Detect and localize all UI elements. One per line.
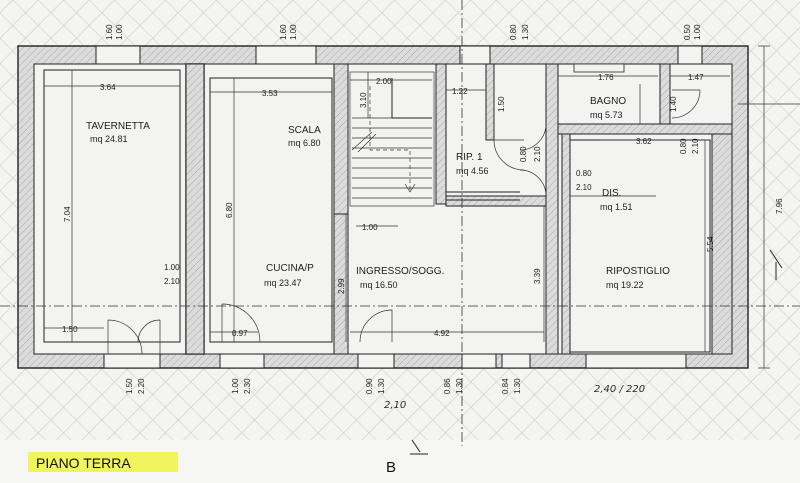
dim-bot-2a: 1.00: [231, 378, 240, 394]
dim-win-4b: 1.00: [693, 24, 702, 40]
room-area-cucina: mq 23.47: [264, 278, 302, 288]
dim-win-1b: 1.00: [115, 24, 124, 40]
dim-win-3b: 1.30: [521, 24, 530, 40]
dim-win-2a: 1.60: [279, 24, 288, 40]
room-name-dis: DIS.: [602, 188, 621, 199]
room-area-scala: mq 6.80: [288, 138, 321, 148]
bottom-openings: [103, 353, 687, 369]
room-area-bagno: mq 5.73: [590, 110, 623, 120]
room-name-tavernetta: TAVERNETTA: [86, 121, 150, 132]
dim-scala-height: 3.10: [359, 92, 368, 108]
dim-win-1a: 1.60: [105, 24, 114, 40]
dim-cucina-width: 3.53: [262, 89, 278, 98]
dim-door-4a: 0.80: [679, 138, 688, 154]
dim-door-3a: 0.80: [576, 169, 592, 178]
dim-door-2b: 2.10: [533, 146, 542, 162]
room-labels: TAVERNETTA mq 24.81 SCALA mq 6.80 BAGNO …: [86, 96, 670, 290]
dim-win-4a: 0.50: [683, 24, 692, 40]
dim-ripost-height: 5.54: [706, 236, 715, 252]
dim-cucina-small: 0.97: [232, 329, 248, 338]
dim-tav-small: 1.50: [62, 325, 78, 334]
staircase: [349, 71, 435, 207]
dim-door-1a: 1.00: [164, 263, 180, 272]
floor-label: PIANO TERRA: [36, 455, 131, 471]
room-name-bagno: BAGNO: [590, 96, 626, 107]
dim-step: 1.00: [362, 223, 378, 232]
dimension-labels: 3.64 7.04 3.53 6.80 2.00 3.10 1.22 1.50 …: [62, 24, 784, 394]
dim-bot-1b: 2.20: [137, 378, 146, 394]
section-arrow: [410, 439, 428, 455]
dim-bot-3a: 0.90: [365, 378, 374, 394]
dim-bagno-width: 1.76: [598, 73, 614, 82]
dim-ingresso-height: 3.39: [533, 268, 542, 284]
dim-door-4b: 2.10: [691, 138, 700, 154]
dim-bot-2b: 2.30: [243, 378, 252, 394]
dim-bot-4a: 0.86: [443, 378, 452, 394]
room-area-rip: mq 4.56: [456, 166, 489, 176]
dim-bot-4b: 1.30: [455, 378, 464, 394]
dim-rip-height: 1.50: [497, 96, 506, 112]
dim-rip-width: 1.22: [452, 87, 468, 96]
handwritten-note-left: 2,10: [384, 400, 406, 411]
dim-cucina-wall: 2.99: [337, 278, 346, 294]
dim-bot-1a: 1.50: [125, 378, 134, 394]
dim-total-height: 7.96: [775, 198, 784, 214]
dim-tav-height: 7.04: [63, 206, 72, 222]
room-area-ingresso: mq 16.50: [360, 280, 398, 290]
dim-bagno-height: 1.40: [669, 96, 678, 112]
room-name-cucina: CUCINA/P: [266, 263, 314, 274]
door-swings: [107, 89, 701, 355]
dim-win-2b: 1.00: [289, 24, 298, 40]
section-arrow-right: [769, 249, 783, 280]
dim-door-2a: 0.80: [519, 146, 528, 162]
room-area-dis: mq 1.51: [600, 202, 633, 212]
top-windows: [95, 45, 703, 73]
dim-door-1b: 2.10: [164, 277, 180, 286]
dim-tav-width: 3.64: [100, 83, 116, 92]
room-area-tavernetta: mq 24.81: [90, 134, 128, 144]
room-name-rip: RIP. 1: [456, 152, 483, 163]
room-name-ripostiglio: RIPOSTIGLIO: [606, 266, 670, 277]
dim-scala-width: 2.00: [376, 77, 392, 86]
dim-bot-5a: 0.84: [501, 378, 510, 394]
section-label: B: [386, 459, 396, 476]
room-name-ingresso: INGRESSO/SOGG.: [356, 266, 444, 277]
room-area-ripostiglio: mq 19.22: [606, 280, 644, 290]
dim-ingresso-width: 4.92: [434, 329, 450, 338]
dim-ripost-width: 3.62: [636, 137, 652, 146]
room-name-scala: SCALA: [288, 125, 321, 136]
dim-win-3a: 0.80: [509, 24, 518, 40]
room-outlines: [43, 69, 711, 353]
dim-bot-3b: 1.30: [377, 378, 386, 394]
dimension-lines: [44, 45, 770, 369]
section-axes: [0, 0, 800, 446]
floor-label-highlight: [28, 452, 178, 472]
dim-bagno-width2: 1.47: [688, 73, 704, 82]
dim-bot-5b: 1.30: [513, 378, 522, 394]
dim-cucina-height: 6.80: [225, 202, 234, 218]
dim-door-3b: 2.10: [576, 183, 592, 192]
handwritten-note-right: 2,40 / 220: [594, 384, 645, 395]
